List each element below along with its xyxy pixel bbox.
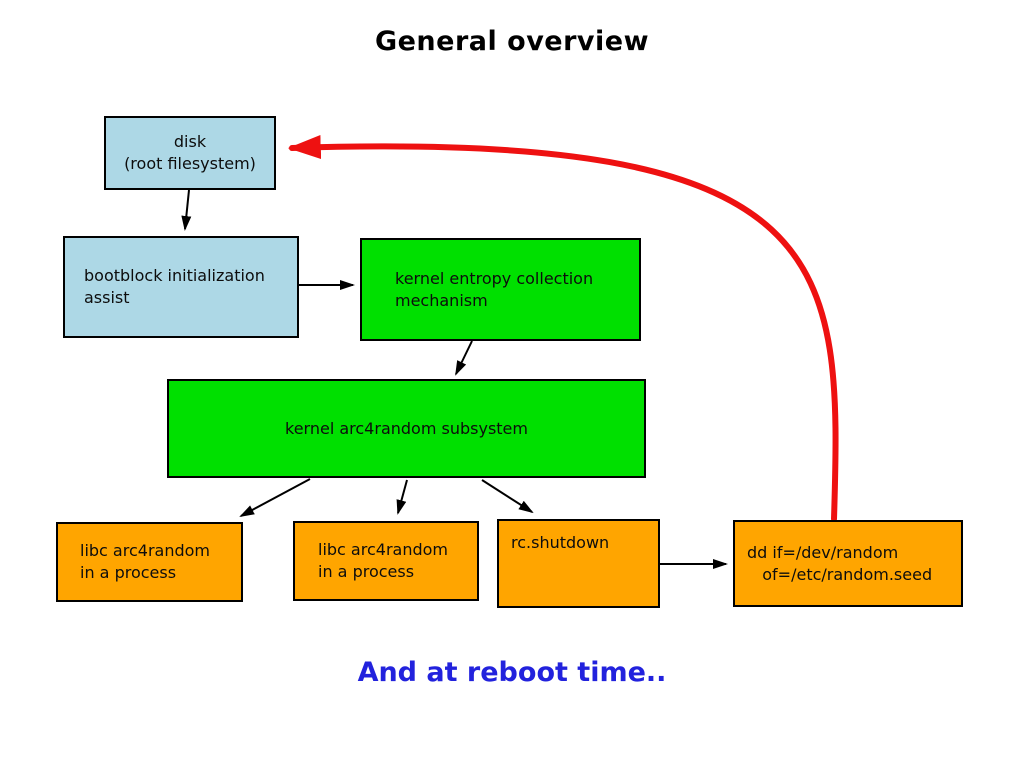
- node-libc1-label: libc arc4random in a process: [80, 541, 210, 582]
- node-disk-label: disk (root filesystem): [124, 132, 256, 173]
- edge-arc4random-to-libc2: [396, 479, 408, 515]
- node-bootblock-label: bootblock initialization assist: [84, 266, 265, 307]
- node-rc-shutdown-label: rc.shutdown: [511, 533, 610, 552]
- edge-disk-to-bootblock: [181, 189, 192, 231]
- node-bootblock-init-assist: bootblock initialization assist: [63, 236, 299, 338]
- node-rc-shutdown: rc.shutdown: [497, 519, 660, 608]
- node-libc2-label: libc arc4random in a process: [318, 540, 448, 581]
- node-kernel-arc4random-subsystem: kernel arc4random subsystem: [167, 379, 646, 478]
- page-title: General overview: [374, 26, 650, 57]
- node-dd-random-seed: dd if=/dev/random of=/etc/random.seed: [733, 520, 963, 607]
- edge-entropy-to-arc4random: [455, 340, 473, 376]
- node-libc-arc4random-1: libc arc4random in a process: [56, 522, 243, 602]
- node-arc4random-label: kernel arc4random subsystem: [285, 418, 528, 438]
- edge-arc4random-to-rc-shutdown: [481, 479, 534, 514]
- node-entropy-label: kernel entropy collection mechanism: [395, 268, 594, 310]
- node-kernel-entropy-collection: kernel entropy collection mechanism: [360, 238, 641, 341]
- node-dd-label: dd if=/dev/random of=/etc/random.seed: [747, 542, 933, 584]
- reboot-caption: And at reboot time..: [357, 657, 667, 688]
- node-libc-arc4random-2: libc arc4random in a process: [293, 521, 479, 601]
- node-disk: disk (root filesystem): [104, 116, 276, 190]
- edge-arc4random-to-libc1: [239, 478, 311, 517]
